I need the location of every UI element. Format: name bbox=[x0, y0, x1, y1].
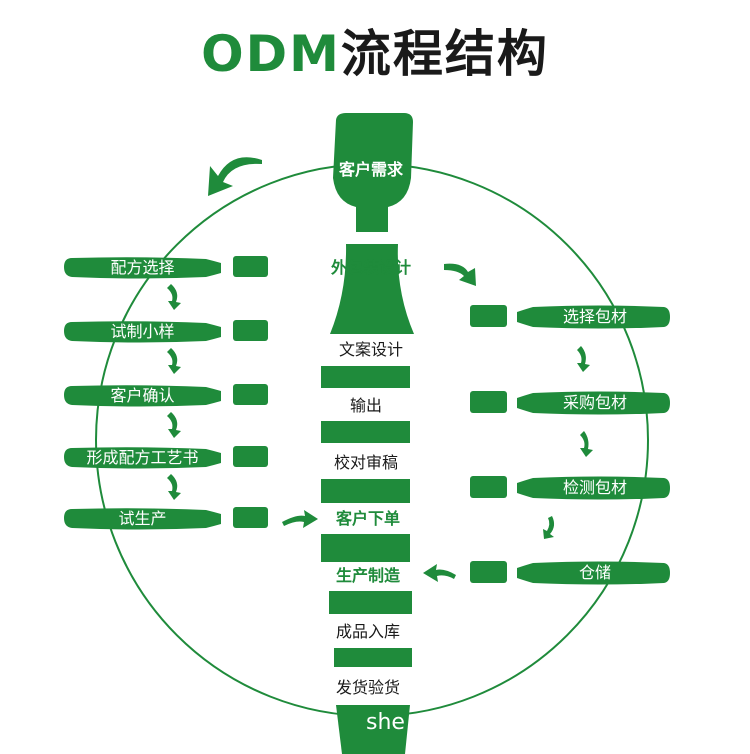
bottle-band-6 bbox=[334, 648, 412, 667]
arrow-to-center-right bbox=[423, 564, 456, 582]
central-bottle bbox=[321, 113, 414, 754]
watermark-text: she bbox=[366, 710, 405, 735]
title-chinese: 流程结构 bbox=[340, 25, 549, 83]
left-step-formula-selection: 配方选择 bbox=[110, 258, 175, 277]
arrow-left-4 bbox=[167, 474, 181, 500]
arrow-top-right bbox=[444, 263, 476, 286]
right-step-inspect-packaging: 检测包材 bbox=[562, 478, 627, 497]
step-customer-demand: 客户需求 bbox=[338, 160, 403, 179]
left-bottle-1 bbox=[64, 256, 268, 279]
right-bottles bbox=[470, 305, 670, 585]
arrow-top-left bbox=[208, 157, 262, 196]
right-step-select-packaging: 选择包材 bbox=[562, 307, 627, 326]
left-step-customer-confirm: 客户确认 bbox=[110, 386, 175, 405]
bottle-band-1 bbox=[321, 366, 410, 388]
right-step-purchase-packaging: 采购包材 bbox=[562, 393, 627, 412]
arrow-right-1 bbox=[577, 346, 590, 372]
bottle-band-2 bbox=[321, 421, 410, 443]
right-bottle-2 bbox=[470, 391, 670, 415]
bottle-band-4 bbox=[321, 534, 410, 562]
arrow-left-2 bbox=[167, 348, 181, 374]
bottle-band-5 bbox=[329, 591, 412, 614]
arrow-left-1 bbox=[167, 284, 181, 310]
left-bottle-2 bbox=[64, 320, 268, 343]
step-manufacturing: 生产制造 bbox=[335, 566, 400, 585]
page-title: ODM流程结构 bbox=[0, 14, 750, 86]
step-output: 输出 bbox=[349, 396, 382, 415]
bottle-base bbox=[336, 705, 410, 754]
left-bottle-3 bbox=[64, 384, 268, 407]
left-step-trial-sample: 试制小样 bbox=[110, 322, 175, 341]
arrows bbox=[167, 157, 593, 582]
right-step-storage: 仓储 bbox=[578, 563, 611, 582]
arrow-left-3 bbox=[167, 412, 181, 438]
arrow-right-3 bbox=[543, 516, 555, 539]
left-bottles bbox=[64, 256, 268, 530]
bottle-neck bbox=[330, 244, 414, 334]
bottle-band-3 bbox=[321, 479, 410, 503]
step-proofreading: 校对审稿 bbox=[333, 453, 398, 472]
step-customer-order: 客户下单 bbox=[335, 509, 400, 528]
right-bottle-1 bbox=[470, 305, 670, 329]
right-bottle-4 bbox=[470, 561, 670, 585]
step-shipping-inspection: 发货验货 bbox=[335, 678, 400, 697]
right-bottle-3 bbox=[470, 476, 670, 500]
bottle-cap bbox=[333, 113, 413, 232]
arrow-right-2 bbox=[580, 431, 593, 457]
step-packaging-design: 外包装设计 bbox=[330, 258, 411, 277]
step-copywriting: 文案设计 bbox=[338, 340, 403, 359]
left-step-formula-process-book: 形成配方工艺书 bbox=[86, 448, 199, 467]
step-warehousing-finished: 成品入库 bbox=[335, 622, 400, 641]
left-step-trial-production: 试生产 bbox=[118, 509, 167, 528]
arrow-to-center-left bbox=[282, 510, 318, 528]
left-bottle-4 bbox=[64, 446, 268, 469]
title-latin: ODM bbox=[201, 25, 341, 83]
left-bottle-5 bbox=[64, 507, 268, 530]
